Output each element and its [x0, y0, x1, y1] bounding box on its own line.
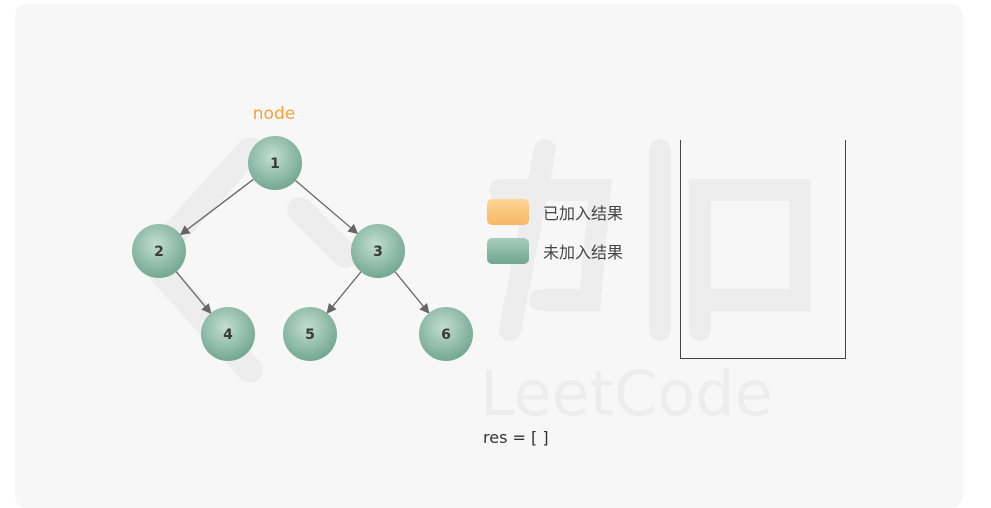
- edge-1-2: [179, 178, 254, 236]
- tree-node-5: 5: [283, 307, 337, 361]
- legend-added-label: 已加入结果: [543, 204, 624, 223]
- edge-3-5: [326, 271, 362, 314]
- edge-1-3: [295, 180, 359, 235]
- node-pointer-label: node: [252, 104, 296, 124]
- legend-added: 已加入结果: [487, 199, 623, 225]
- tree-node-2: 2: [132, 224, 186, 278]
- tree-node-label: 1: [270, 156, 280, 172]
- result-list: res = [ ]: [483, 428, 549, 447]
- legend-pending-swatch: [487, 238, 529, 264]
- legend-pending: 未加入结果: [487, 238, 623, 264]
- legend-pending-label: 未加入结果: [543, 243, 624, 262]
- legend-added-swatch: [487, 199, 529, 225]
- tree-node-circle: [419, 307, 473, 361]
- tree-node-circle: [283, 307, 337, 361]
- tree-node-label: 2: [154, 244, 164, 260]
- tree-node-circle: [132, 224, 186, 278]
- tree-node-label: 3: [373, 244, 383, 260]
- tree-node-circle: [248, 136, 302, 190]
- tree-node-6: 6: [419, 307, 473, 361]
- tree-node-circle: [201, 307, 255, 361]
- tree-node-circle: [351, 224, 405, 278]
- tree-node-label: 6: [441, 327, 451, 343]
- tree-node-label: 5: [305, 327, 315, 343]
- tree-node-4: 4: [201, 307, 255, 361]
- edge-2-4: [175, 271, 212, 315]
- tree-node-1: 1: [248, 136, 302, 190]
- tree-node-3: 3: [351, 224, 405, 278]
- edge-3-6: [394, 271, 430, 314]
- stack-container: [680, 140, 846, 359]
- tree-node-label: 4: [223, 327, 233, 343]
